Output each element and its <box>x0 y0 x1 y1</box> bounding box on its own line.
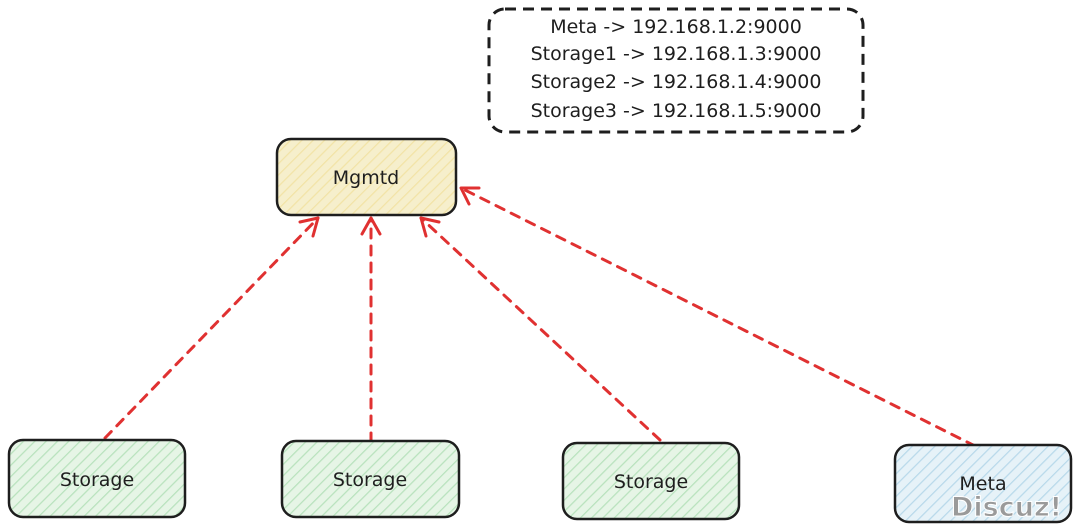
node-storage-3-label: Storage <box>614 471 688 493</box>
node-meta-label: Meta <box>959 473 1006 495</box>
arrow-storage1-to-mgmtd <box>103 216 320 440</box>
node-meta: Meta <box>893 443 1073 524</box>
arrow-storage3-to-mgmtd <box>419 216 662 442</box>
arrow-meta-to-mgmtd <box>459 186 977 448</box>
note-line-storage2: Storage2 -> 192.168.1.4:9000 <box>531 71 822 93</box>
note-line-storage3: Storage3 -> 192.168.1.5:9000 <box>531 100 822 122</box>
node-storage-2-label: Storage <box>333 469 407 491</box>
node-storage-1-label: Storage <box>60 469 134 491</box>
connections <box>103 186 977 448</box>
discuz-watermark: Discuz! <box>951 492 1062 523</box>
node-storage-1: Storage <box>7 438 187 519</box>
node-mgmtd-label: Mgmtd <box>333 167 399 189</box>
node-storage-2: Storage <box>280 439 461 519</box>
node-mgmtd-box <box>275 137 458 217</box>
note-line-storage1: Storage1 -> 192.168.1.3:9000 <box>531 43 822 65</box>
node-storage-3: Storage <box>561 441 741 521</box>
node-meta-box <box>893 443 1073 524</box>
node-storage-3-box <box>561 441 741 521</box>
node-mgmtd: Mgmtd <box>275 137 458 217</box>
address-note: Meta -> 192.168.1.2:9000 Storage1 -> 192… <box>487 7 865 134</box>
node-storage-1-box <box>7 438 187 519</box>
address-note-box <box>487 7 865 134</box>
note-line-meta: Meta -> 192.168.1.2:9000 <box>550 16 802 38</box>
arrow-storage2-to-mgmtd <box>360 216 382 444</box>
node-storage-2-box <box>280 439 461 519</box>
